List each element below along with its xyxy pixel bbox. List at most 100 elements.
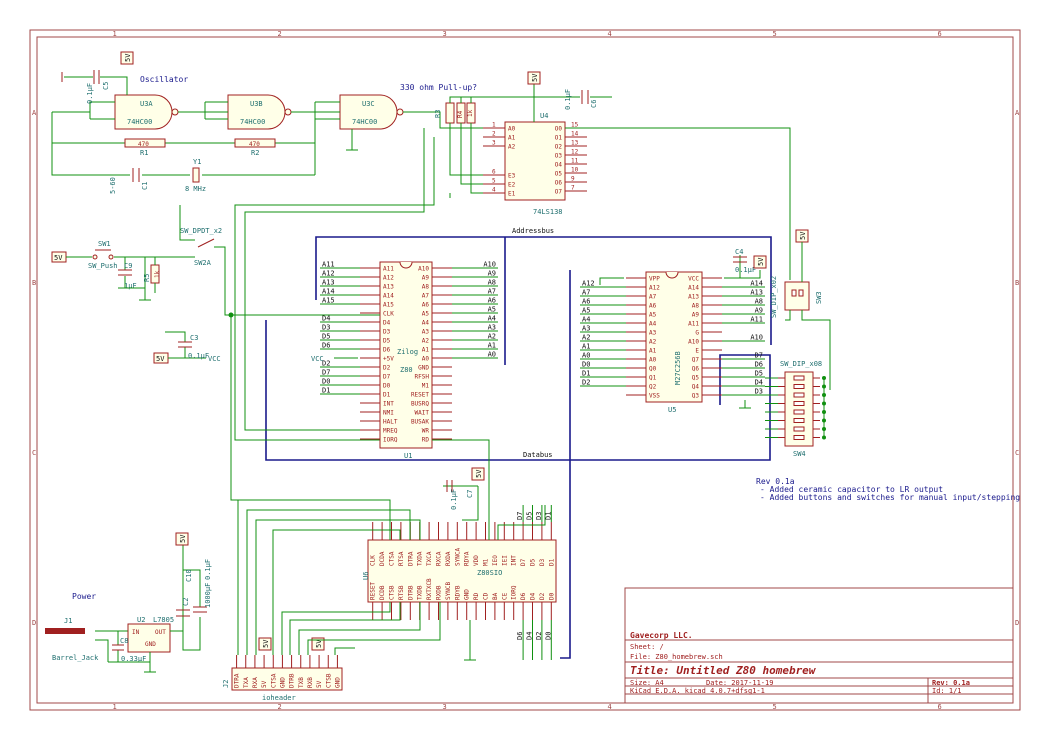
r3-ref: R3: [434, 110, 442, 118]
vcc-flag-dec: [527, 71, 541, 85]
sio-part: Z80SIO: [477, 569, 502, 577]
r1-ref: R1: [140, 149, 148, 157]
pin-name: CTSA: [389, 551, 396, 566]
sw2-ref: SW2A: [194, 259, 212, 267]
power-block: Power J1 Barrel_Jack U2 L7805 IN OUT GND…: [45, 532, 212, 673]
pin-name: A11: [383, 266, 394, 273]
pin-name: TXDA: [417, 551, 424, 566]
u5-ref: U5: [668, 406, 676, 414]
barrel-jack-body: [45, 628, 85, 634]
pin-name: A8: [422, 284, 430, 291]
sheet-name: Sheet: /: [630, 643, 664, 651]
pin-name: D2: [539, 592, 546, 600]
pin-name: VPP: [649, 276, 660, 283]
pin-name: Q6: [692, 366, 700, 373]
pin-name: D1: [383, 392, 391, 399]
u4-part: 74LS138: [533, 208, 563, 216]
u2-gnd-label: GND: [145, 641, 156, 648]
pin-name: DTRB: [407, 585, 414, 600]
net-label: A3: [582, 325, 590, 333]
pin-name: A6: [649, 303, 657, 310]
net-label: D1: [582, 370, 590, 378]
io-5v-label-2: 5V: [315, 639, 323, 648]
pin-name: A4: [649, 321, 657, 328]
pin-name: D3: [383, 329, 391, 336]
rom-left-pins: VPPA12A12A7A7A6A6A5A5A4A4A3A3A2A2A1A1A0A…: [580, 276, 660, 400]
pin-name: A7: [422, 293, 430, 300]
j2-name: ioheader: [262, 694, 296, 702]
pin-name: A7: [649, 294, 657, 301]
pin-name: A0: [422, 356, 430, 363]
pin-number: 10: [571, 167, 579, 174]
y1-value: 8 MHz: [185, 185, 206, 193]
databus-label: Databus: [523, 451, 553, 459]
pin-name: +5V: [383, 356, 394, 363]
u2-out-label: OUT: [155, 629, 166, 636]
data-bus: Databus: [265, 270, 771, 659]
sw1-name: SW_Push: [88, 262, 118, 270]
pwr-5v-label: 5V: [179, 534, 187, 543]
u2-part: L7805: [153, 616, 174, 624]
pin-name: RXCA: [436, 551, 443, 566]
pin-name: RDYA: [464, 551, 471, 566]
pin-name: IORQ: [383, 437, 398, 444]
pin-name: M1: [483, 558, 490, 566]
osc-5v-label: 5V: [124, 53, 132, 62]
z80-part: Z80: [400, 366, 413, 374]
col-mark: 1: [113, 703, 117, 711]
net-label: D6: [322, 342, 330, 350]
dip-slot: [793, 435, 805, 440]
pin-name: BA: [492, 592, 499, 600]
pin-name: TXA: [243, 677, 250, 688]
col-mark: 2: [278, 30, 282, 38]
vcc-flag-io2: [311, 637, 325, 651]
pin-name: A1: [508, 135, 516, 142]
pin-name: MREQ: [383, 428, 398, 435]
pin-name: A12: [649, 285, 660, 292]
pin-name: GND: [334, 677, 341, 688]
pin-name: O6: [555, 180, 563, 187]
pin-name: D6: [520, 592, 527, 600]
c3-5v-label: 5V: [156, 355, 165, 363]
pullup-note: 330 ohm Pull-up?: [400, 83, 477, 92]
pin-name: RDYB: [454, 585, 461, 600]
c6-ref: C6: [590, 100, 598, 108]
net-label: D3: [755, 388, 763, 396]
pin-name: TXCA: [426, 551, 433, 566]
c3-value: 0.1µF: [188, 352, 209, 360]
vcc-flag-sio: [471, 467, 485, 481]
net-label: D4: [322, 315, 330, 323]
net-label: A5: [488, 306, 496, 314]
r5-ref: R5: [143, 274, 151, 282]
pin-name: E2: [508, 182, 516, 189]
pin-name: E: [695, 348, 699, 355]
addressbus-label: Addressbus: [512, 227, 554, 235]
pin-name: A2: [508, 144, 516, 151]
pin-name: Q2: [649, 384, 657, 391]
pin-name: D4: [530, 592, 537, 600]
c7-ref: C7: [466, 490, 474, 498]
file-name: File: Z80_homebrew.sch: [630, 653, 723, 661]
dip-slot: [793, 384, 805, 389]
pin-name: A2: [649, 339, 657, 346]
col-mark: 6: [938, 30, 942, 38]
sw4-slots: [765, 375, 826, 440]
pin-name: NMI: [383, 410, 394, 417]
pin-name: BUSRQ: [411, 401, 429, 408]
net-label: A5: [582, 307, 590, 315]
net-label: A14: [322, 288, 335, 296]
dec-5v-label: 5V: [531, 73, 539, 82]
sw3-ref: SW3: [815, 291, 823, 304]
schematic-title: Title: Untitled Z80 homebrew: [630, 664, 817, 677]
dip-switch-sw3: SW_DIP_x02 SW3 5V: [770, 229, 831, 390]
sw4-name: SW_DIP_x08: [780, 360, 822, 368]
vcc-flag-pwr: [175, 532, 189, 546]
pin-number: 14: [571, 131, 579, 138]
row-mark: C: [32, 449, 36, 457]
pin-name: D0: [548, 592, 555, 600]
net-label: A9: [755, 307, 763, 315]
pin-number: 9: [571, 176, 575, 183]
pin-name: A11: [688, 321, 699, 328]
